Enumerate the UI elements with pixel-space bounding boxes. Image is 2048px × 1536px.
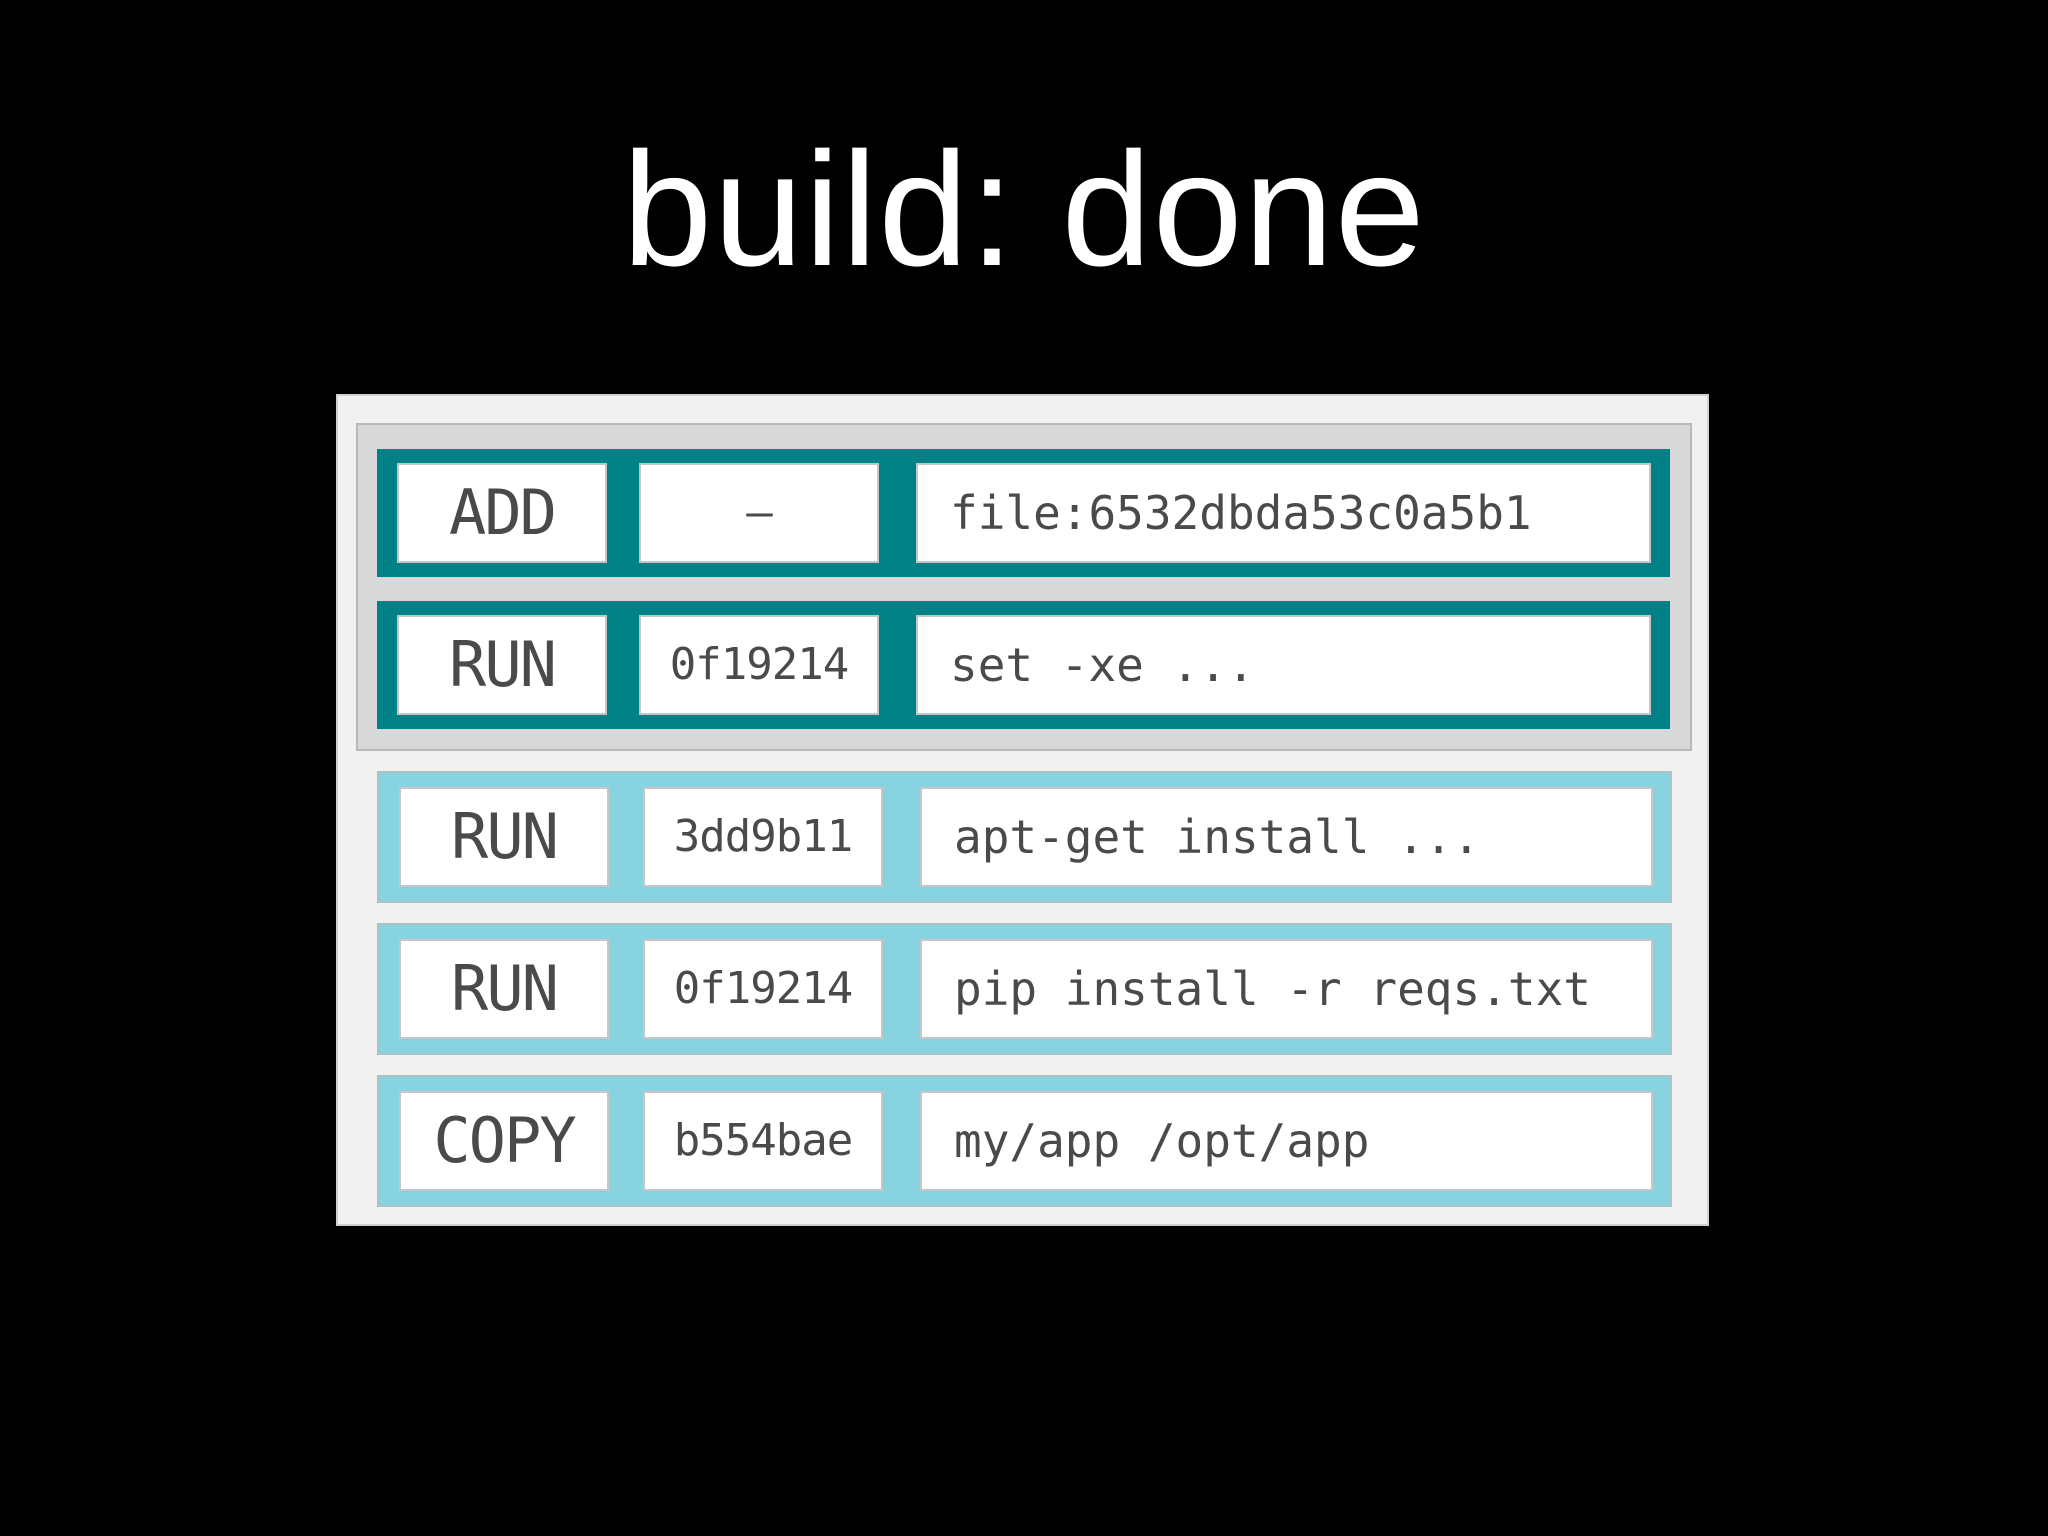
layer-row-run-apt: RUN 3dd9b11 apt-get install ... xyxy=(377,771,1672,903)
layer-command: apt-get install ... xyxy=(920,787,1653,887)
layer-command: set -xe ... xyxy=(916,615,1651,715)
layer-row-run-base: RUN 0f19214 set -xe ... xyxy=(377,601,1670,729)
instruction-label: RUN xyxy=(397,615,607,715)
layer-hash: 0f19214 xyxy=(639,615,879,715)
layer-row-copy: COPY b554bae my/app /opt/app xyxy=(377,1075,1672,1207)
instruction-label: RUN xyxy=(399,939,609,1039)
instruction-label: ADD xyxy=(397,463,607,563)
instruction-label: RUN xyxy=(399,787,609,887)
layer-hash: 0f19214 xyxy=(643,939,883,1039)
instruction-label: COPY xyxy=(399,1091,609,1191)
layer-row-run-pip: RUN 0f19214 pip install -r reqs.txt xyxy=(377,923,1672,1055)
layer-command: pip install -r reqs.txt xyxy=(920,939,1653,1039)
layer-command: my/app /opt/app xyxy=(920,1091,1653,1191)
layer-hash: 3dd9b11 xyxy=(643,787,883,887)
layer-hash: b554bae xyxy=(643,1091,883,1191)
layer-row-add: ADD – file:6532dbda53c0a5b1 xyxy=(377,449,1670,577)
layer-command: file:6532dbda53c0a5b1 xyxy=(916,463,1651,563)
slide-title: build: done xyxy=(622,119,1426,300)
layer-hash: – xyxy=(639,463,879,563)
